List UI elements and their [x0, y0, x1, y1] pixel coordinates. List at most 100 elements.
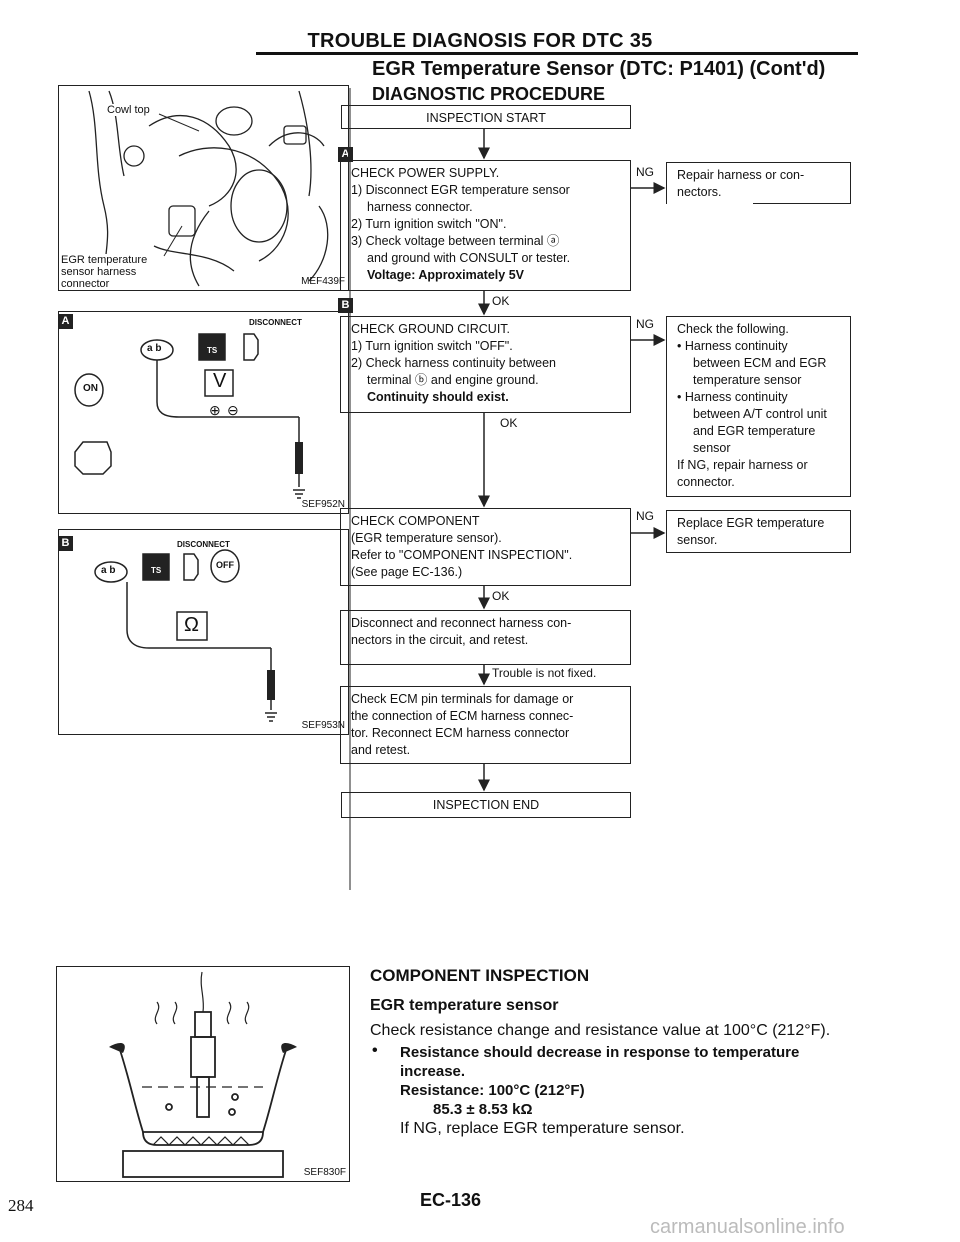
watermark: carmanualsonline.info	[650, 1216, 845, 1238]
step-b-ng-line-9: If NG, repair harness or	[677, 458, 808, 472]
component-intro: Check resistance change and resistance v…	[370, 1022, 831, 1039]
component-bold-line-1: Resistance should decrease in response t…	[400, 1044, 800, 1061]
step-a-box: CHECK POWER SUPPLY. 1) Disconnect EGR te…	[340, 160, 631, 291]
step-b-ng-box: Check the following. • Harness continuit…	[666, 316, 851, 497]
step-b-ng-line-8: sensor	[693, 441, 731, 455]
sensor-label-line-3: connector	[61, 278, 110, 290]
page-header-title: TROUBLE DIAGNOSIS FOR DTC 35	[307, 30, 653, 52]
fig2-meter-label: V	[213, 370, 227, 392]
step-d-line-2: nectors in the circuit, and retest.	[351, 633, 529, 647]
fig3-ts-label: TS	[151, 566, 162, 575]
step-a-line-5: 3) Check voltage between terminal ⓐ	[351, 234, 560, 248]
step-b-ng-label: NG	[636, 317, 654, 331]
step-c-ng-label: NG	[636, 509, 654, 523]
figure-water-bath: SEF830F	[56, 966, 350, 1182]
figure-code-3: SEF953N	[301, 720, 345, 731]
fig2-plus: ⊕	[209, 402, 221, 418]
step-b-box: CHECK GROUND CIRCUIT. 1) Turn ignition s…	[340, 316, 631, 413]
step-c-line-4: (See page EC-136.)	[351, 565, 463, 579]
fig2-ts-label: TS	[207, 346, 218, 355]
figure-code-4: SEF830F	[303, 1167, 346, 1178]
page-subtitle: EGR Temperature Sensor (DTC: P1401) (Con…	[372, 58, 826, 80]
step-c-ng-line-1: Replace EGR temperature	[677, 516, 825, 530]
water-bath-drawing	[109, 971, 297, 1178]
step-b-ng-line-10: connector.	[677, 475, 735, 489]
component-inspection-title: COMPONENT INSPECTION	[370, 966, 590, 985]
step-a-spec: Voltage: Approximately 5V	[367, 268, 524, 282]
step-d-box: Disconnect and reconnect harness con- ne…	[340, 610, 631, 665]
page-code: EC-136	[420, 1190, 482, 1210]
figure-a-marker: A	[58, 314, 73, 329]
step-e-line-2: the connection of ECM harness connec-	[351, 709, 574, 723]
component-bold-line-2: increase.	[400, 1063, 466, 1080]
procedure-title: DIAGNOSTIC PROCEDURE	[372, 84, 606, 104]
step-e-line-3: tor. Reconnect ECM harness connector	[351, 726, 570, 740]
step-b-line-4: terminal ⓑ and engine ground.	[367, 373, 539, 387]
step-a-line-3: harness connector.	[367, 200, 473, 214]
sensor-label-line-2: sensor harness	[61, 266, 137, 278]
step-c-line-2: (EGR temperature sensor).	[351, 531, 502, 545]
step-a-line-6: and ground with CONSULT or tester.	[367, 251, 571, 265]
step-a-line-4: 2) Turn ignition switch "ON".	[351, 217, 507, 231]
step-b-ng-line-2: • Harness continuity	[677, 339, 788, 353]
resistance-value: 85.3 ± 8.53 kΩ	[433, 1101, 533, 1118]
step-c-ng-line-2: sensor.	[677, 533, 718, 547]
fig2-minus: ⊖	[227, 402, 239, 418]
resistance-label: Resistance: 100°C (212°F)	[400, 1082, 585, 1099]
step-a-ng-box: Repair harness or con- nectors.	[666, 162, 851, 204]
component-ng-text: If NG, replace EGR temperature sensor.	[400, 1120, 685, 1137]
figure-label-cowl-top: Cowl top	[107, 104, 150, 116]
step-d-line-1: Disconnect and reconnect harness con-	[351, 616, 572, 630]
fig2-disconnect-label: DISCONNECT	[249, 318, 302, 327]
figure-engine-bay: Cowl top EGR temperature sensor harness …	[58, 85, 349, 291]
step-a-ng-line-2: nectors.	[677, 185, 722, 199]
step-b-ok-label: OK	[500, 416, 518, 430]
step-b-ng-line-6: between A/T control unit	[693, 407, 827, 421]
step-b-ng-line-1: Check the following.	[677, 322, 789, 336]
step-c-ok-label: OK	[492, 589, 510, 603]
figure-voltage-check: A DISCONNECT a b TS ON V ⊕ ⊖ SEF952N	[58, 311, 349, 514]
step-b-line-1: CHECK GROUND CIRCUIT.	[351, 322, 511, 336]
step-c-box: CHECK COMPONENT (EGR temperature sensor)…	[340, 508, 631, 586]
step-b-ng-line-3: between ECM and EGR	[693, 356, 827, 370]
step-e-line-4: and retest.	[351, 743, 411, 757]
figure-code-2: SEF952N	[301, 499, 345, 510]
step-a-ng-line-1: Repair harness or con-	[677, 168, 805, 182]
page-number: 284	[8, 1196, 34, 1215]
step-a-ng-box-underline	[753, 203, 851, 204]
step-b-ng-line-4: temperature sensor	[693, 373, 802, 387]
figure-continuity-check: B DISCONNECT a b TS OFF Ω SEF953N	[58, 529, 349, 735]
step-a-ok-label: OK	[492, 294, 510, 308]
step-e-box: Check ECM pin terminals for damage or th…	[340, 686, 631, 764]
voltage-check-drawing	[74, 333, 305, 499]
step-a-line-2: 1) Disconnect EGR temperature sensor	[351, 183, 570, 197]
component-bullet: •	[372, 1042, 378, 1059]
fig3-ab-label: a b	[101, 565, 116, 576]
figure-code-1: MEF439F	[301, 276, 345, 287]
inspection-end-box: INSPECTION END	[341, 792, 631, 818]
fig2-ab-label: a b	[147, 343, 162, 354]
step-b-ng-line-7: and EGR temperature	[693, 424, 816, 438]
step-a-line-1: CHECK POWER SUPPLY.	[351, 166, 500, 180]
fig3-meter-label: Ω	[184, 614, 199, 636]
step-e-line-1: Check ECM pin terminals for damage or	[351, 692, 574, 706]
fig3-disconnect-label: DISCONNECT	[177, 540, 230, 549]
step-b-ng-line-5: • Harness continuity	[677, 390, 788, 404]
header-rule	[256, 52, 858, 55]
step-d-next-label: Trouble is not fixed.	[492, 666, 597, 680]
fig2-on-label: ON	[83, 383, 98, 394]
step-b-marker: B	[338, 298, 353, 313]
step-a-ng-label: NG	[636, 165, 654, 179]
sensor-label-line-1: EGR temperature	[61, 254, 148, 266]
step-b-line-3: 2) Check harness continuity between	[351, 356, 556, 370]
fig3-off-label: OFF	[216, 560, 234, 570]
continuity-check-drawing	[94, 549, 277, 722]
inspection-start-text: INSPECTION START	[426, 111, 546, 125]
step-c-line-1: CHECK COMPONENT	[351, 514, 480, 528]
figure-label-sensor: EGR temperature sensor harness connector	[61, 254, 148, 290]
step-b-line-2: 1) Turn ignition switch "OFF".	[351, 339, 513, 353]
step-c-ng-box: Replace EGR temperature sensor.	[666, 510, 851, 553]
inspection-end-text: INSPECTION END	[432, 798, 540, 812]
step-a-marker: A	[338, 147, 353, 162]
